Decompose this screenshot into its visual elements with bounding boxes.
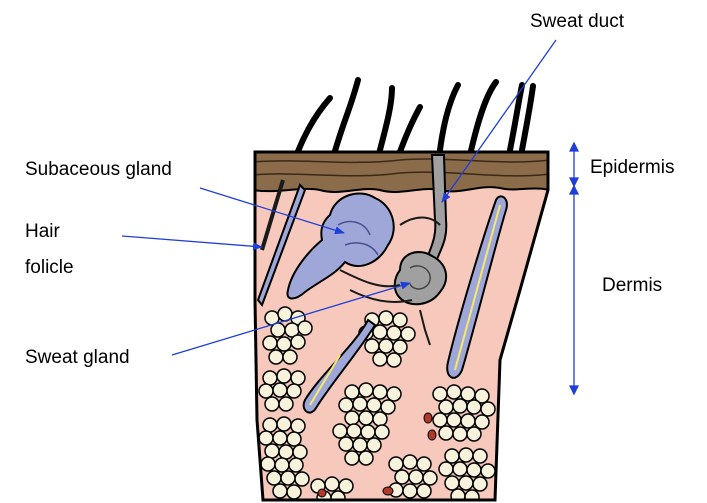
layer-range-arrows [570, 143, 578, 394]
skin-block [250, 140, 560, 503]
hair-folicle-pointer [122, 236, 262, 247]
sweat-gland-label: Sweat gland [25, 348, 130, 367]
hair-folicle-label-line2: folicle [25, 258, 74, 277]
hair-folicle-label-line1: Hair [25, 222, 60, 241]
epidermis-label: Epidermis [590, 158, 674, 177]
dermis-label: Dermis [602, 276, 662, 295]
sweat-duct-label: Sweat duct [530, 12, 624, 31]
subaceous-gland-label: Subaceous gland [25, 160, 172, 179]
epidermis-layer [252, 150, 550, 192]
